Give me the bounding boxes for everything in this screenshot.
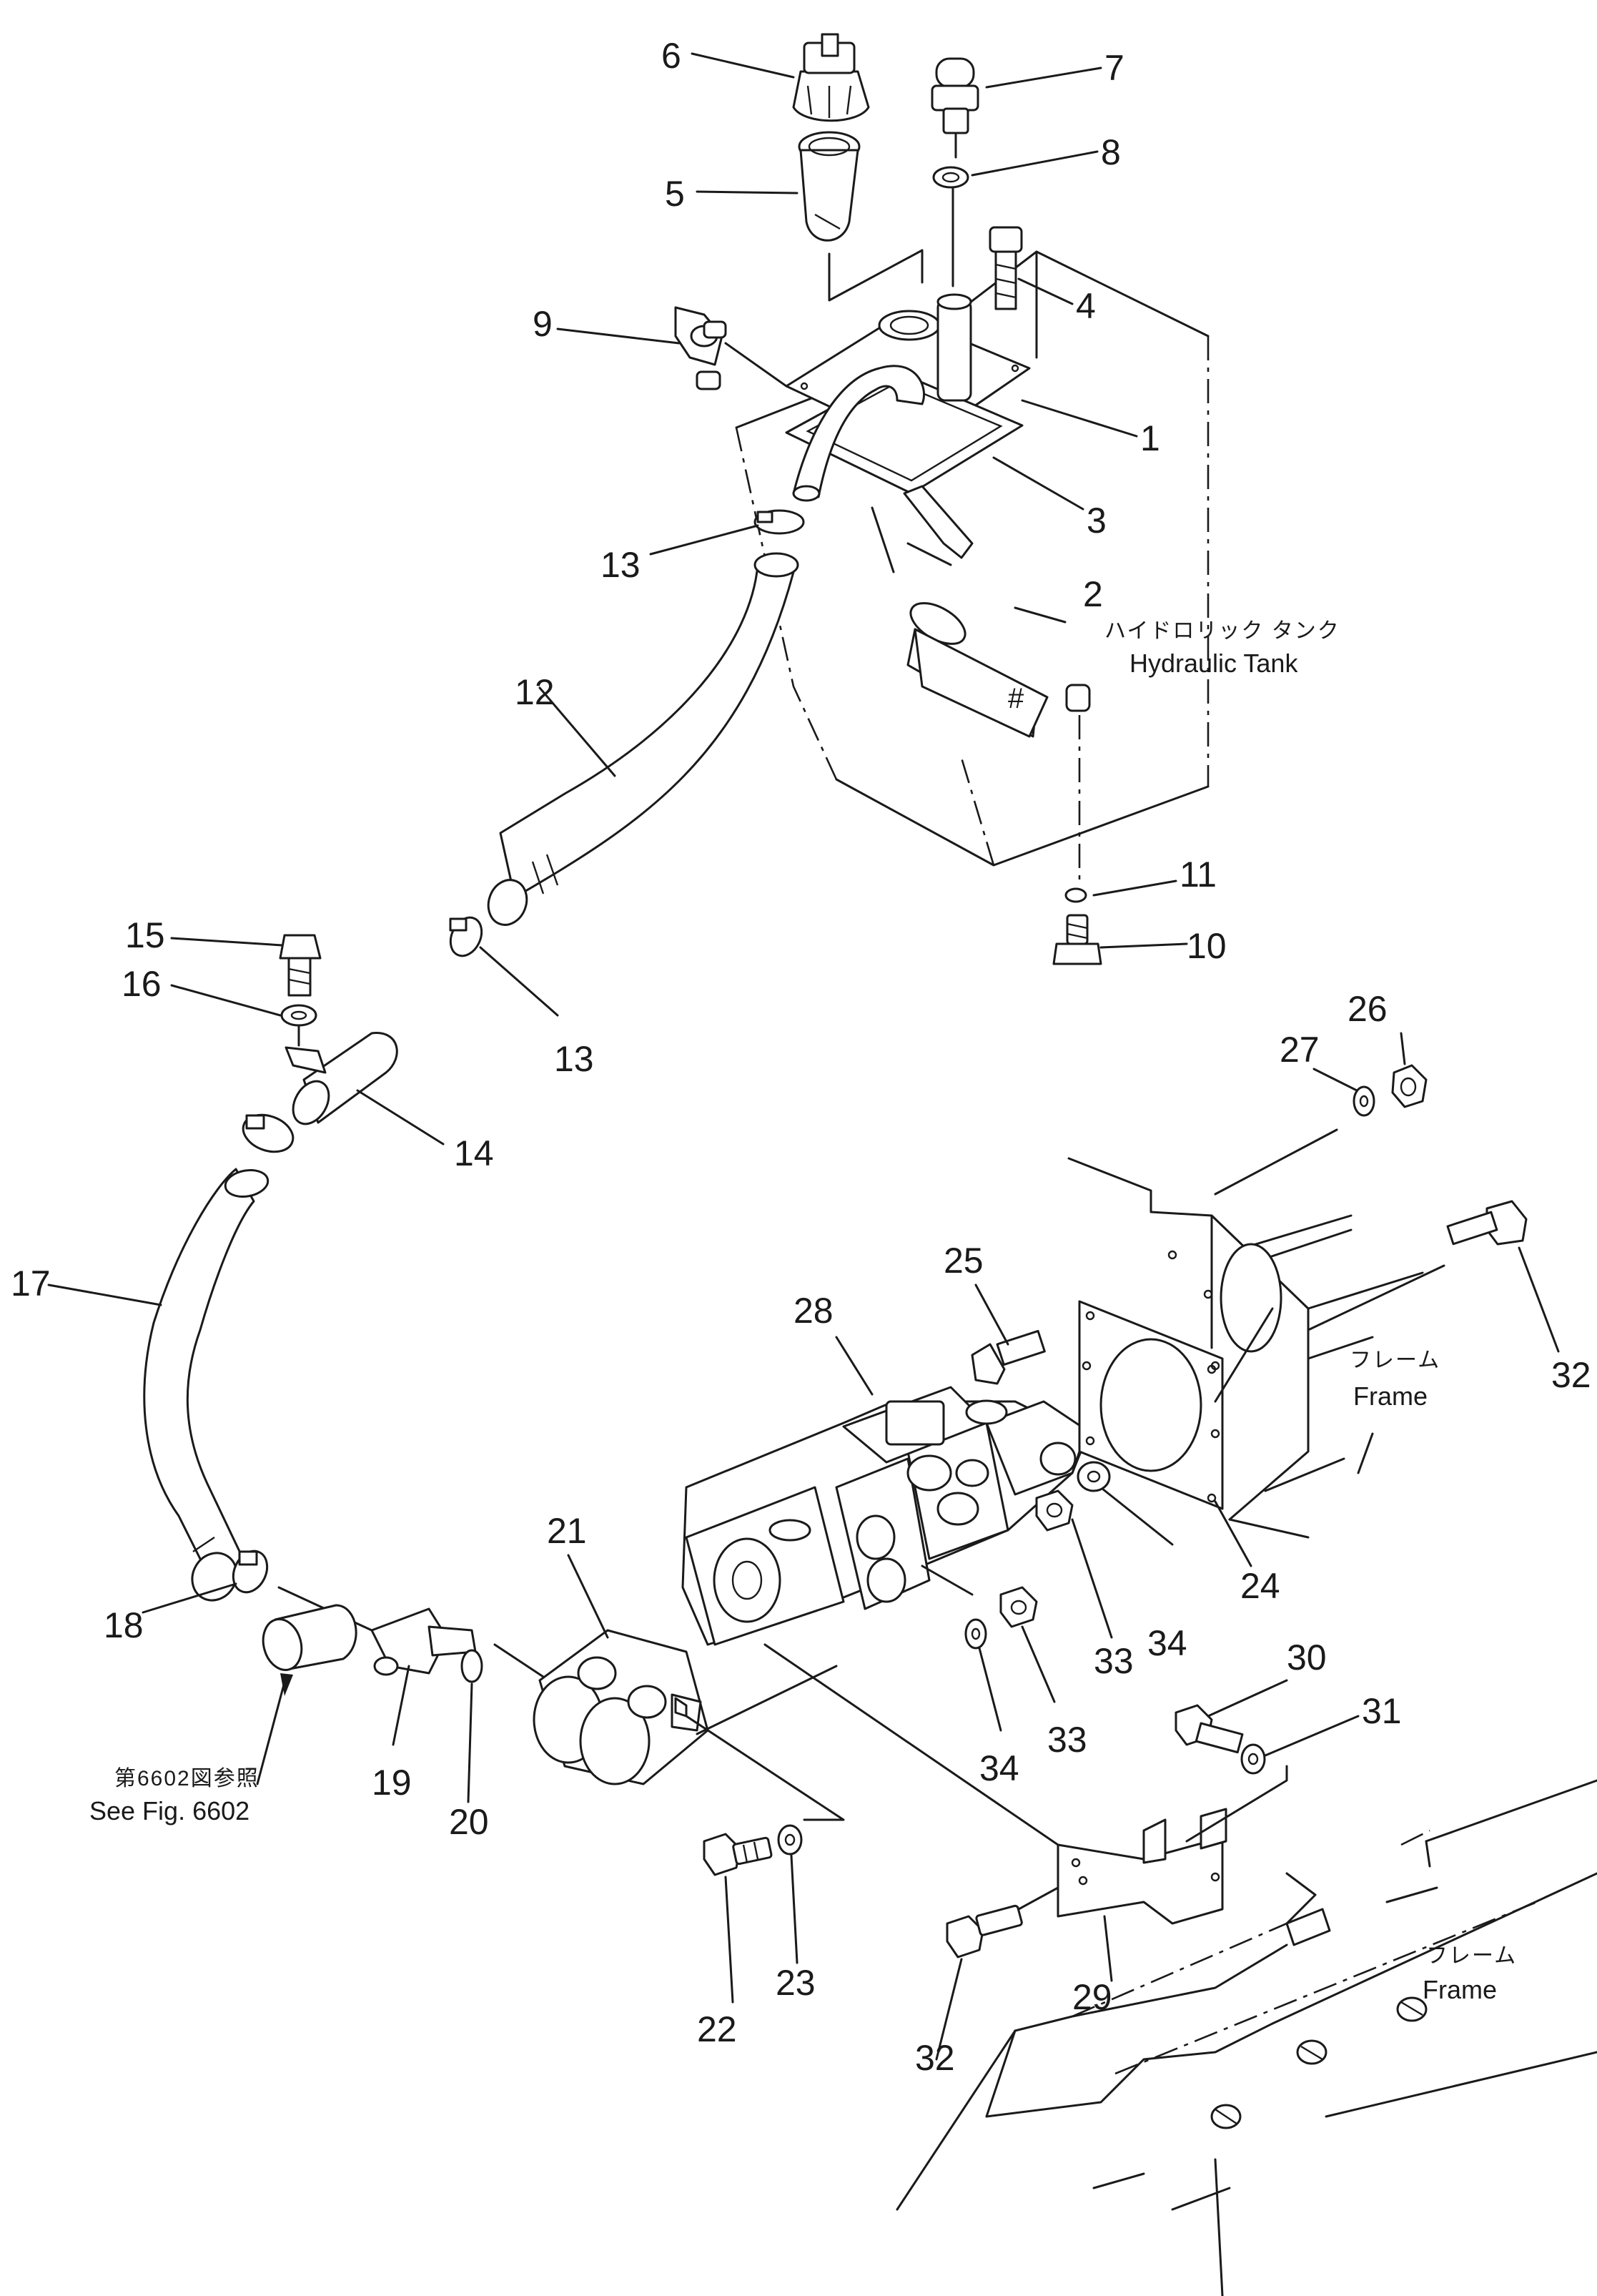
- pump-bolt: [703, 1833, 773, 1876]
- frame-lower-label-en: Frame: [1423, 1975, 1497, 2004]
- mounting-gasket: [1078, 1300, 1224, 1510]
- callout-7: 7: [1104, 48, 1124, 88]
- callout-23: 23: [776, 1963, 816, 2003]
- nut-33-lower: [999, 1586, 1038, 1628]
- callout-28: 28: [793, 1291, 834, 1331]
- text-labels: ハイドロリック タンク Hydraulic Tank フレーム Frame フレ…: [89, 619, 1517, 2004]
- callout-6: 6: [661, 36, 681, 76]
- filler-cap: [792, 33, 870, 122]
- frame-bolt-right: [1307, 1200, 1528, 1331]
- hydraulic-tank-label-jp: ハイドロリック タンク: [1104, 619, 1340, 643]
- callout-27: 27: [1280, 1030, 1320, 1070]
- reference-part: [256, 1604, 357, 1785]
- pipe-clamp: [674, 306, 788, 390]
- callout-3: 3: [1087, 501, 1107, 541]
- callout-18: 18: [104, 1605, 144, 1645]
- frame-bolt-lower: [946, 1886, 1059, 1959]
- callout-1: 1: [1140, 418, 1160, 458]
- pump-washer: [685, 1715, 845, 1856]
- main-pump-assembly: [681, 1386, 1088, 1646]
- callout-12: 12: [515, 672, 555, 712]
- hose-clamp-middle: [449, 916, 483, 957]
- pipe-bolt: [279, 934, 322, 997]
- strainer: #: [903, 485, 1091, 887]
- callout-13-upper: 13: [600, 545, 641, 585]
- callout-31: 31: [1362, 1691, 1402, 1731]
- frame-upper-label-jp: フレーム: [1350, 1349, 1440, 1372]
- callout-20: 20: [449, 1802, 489, 1842]
- hydraulic-tank-label-en: Hydraulic Tank: [1129, 649, 1298, 678]
- callout-11: 11: [1180, 854, 1217, 895]
- callout-17: 17: [11, 1263, 51, 1304]
- pipe-washer: [280, 1004, 317, 1027]
- washer-upper: [1214, 1085, 1375, 1196]
- callout-15: 15: [125, 915, 165, 955]
- callout-19: 19: [372, 1763, 412, 1803]
- pump-inlet-hose: [143, 1168, 270, 1602]
- callout-34-lower: 34: [979, 1748, 1019, 1788]
- tank-bolt: [989, 226, 1023, 310]
- nut-upper: [1391, 1064, 1428, 1108]
- callout-10: 10: [1187, 926, 1227, 966]
- gear-pump: [533, 1629, 838, 1785]
- tank-suction-elbow: [792, 293, 972, 502]
- callout-29: 29: [1072, 1977, 1112, 2017]
- nut-33-upper: [1035, 1489, 1074, 1532]
- frame-lower-label-jp: フレーム: [1426, 1944, 1517, 1968]
- drain-plug: [1052, 887, 1102, 965]
- hose-clamp-lower: [242, 1113, 295, 1153]
- filler-strainer: [798, 131, 924, 302]
- callout-30: 30: [1287, 1637, 1327, 1677]
- breather-washer: [932, 166, 969, 287]
- see-fig-label-en: See Fig. 6602: [89, 1796, 249, 1826]
- connecting-pipe: [285, 1021, 398, 1125]
- callout-13-lower: 13: [554, 1039, 594, 1079]
- suction-hose: [487, 552, 799, 926]
- callout-26: 26: [1348, 989, 1388, 1029]
- bracket-bolt: [1175, 1704, 1244, 1754]
- callout-32-right: 32: [1551, 1355, 1591, 1395]
- callout-22: 22: [697, 2009, 737, 2049]
- callout-24: 24: [1240, 1566, 1280, 1606]
- washer-34-lower: [964, 1618, 987, 1650]
- pump-bracket: [763, 1643, 1288, 1925]
- mounting-bolt-upper: [971, 1329, 1046, 1385]
- o-ring: [460, 1643, 545, 1683]
- frame-upper-label-en: Frame: [1353, 1381, 1428, 1411]
- washer-34-upper: [1077, 1461, 1111, 1492]
- callout-25: 25: [944, 1241, 984, 1281]
- hose-clamp-upper: [753, 509, 805, 535]
- leader-lines: [47, 52, 1560, 2061]
- callout-33-lower: 33: [1047, 1720, 1087, 1760]
- callout-9: 9: [533, 304, 553, 344]
- callout-34-upper: 34: [1147, 1623, 1187, 1663]
- callout-8: 8: [1101, 132, 1121, 172]
- callout-32-lower: 32: [915, 2038, 955, 2078]
- elbow-fitting: [277, 1586, 477, 1676]
- callout-33-upper: 33: [1094, 1641, 1134, 1681]
- callout-5: 5: [665, 174, 685, 214]
- callout-16: 16: [122, 964, 162, 1004]
- bracket-washer: [1240, 1743, 1266, 1775]
- breather: [931, 57, 979, 159]
- callout-14: 14: [454, 1133, 494, 1173]
- callout-21: 21: [547, 1511, 587, 1551]
- frame-upper: [1067, 1157, 1424, 1539]
- part-number-callouts: 1 2 3 4 5 6 7 8 9 10 11 12 13 13 14 15 1…: [11, 36, 1591, 2078]
- hose-clamp-pump: [232, 1549, 269, 1594]
- frame-lower: [896, 1779, 1597, 2296]
- callout-4: 4: [1076, 286, 1096, 326]
- callout-2: 2: [1083, 574, 1103, 614]
- see-fig-label-jp: 第6602図参照: [114, 1767, 259, 1790]
- strainer-mark: #: [1008, 683, 1024, 714]
